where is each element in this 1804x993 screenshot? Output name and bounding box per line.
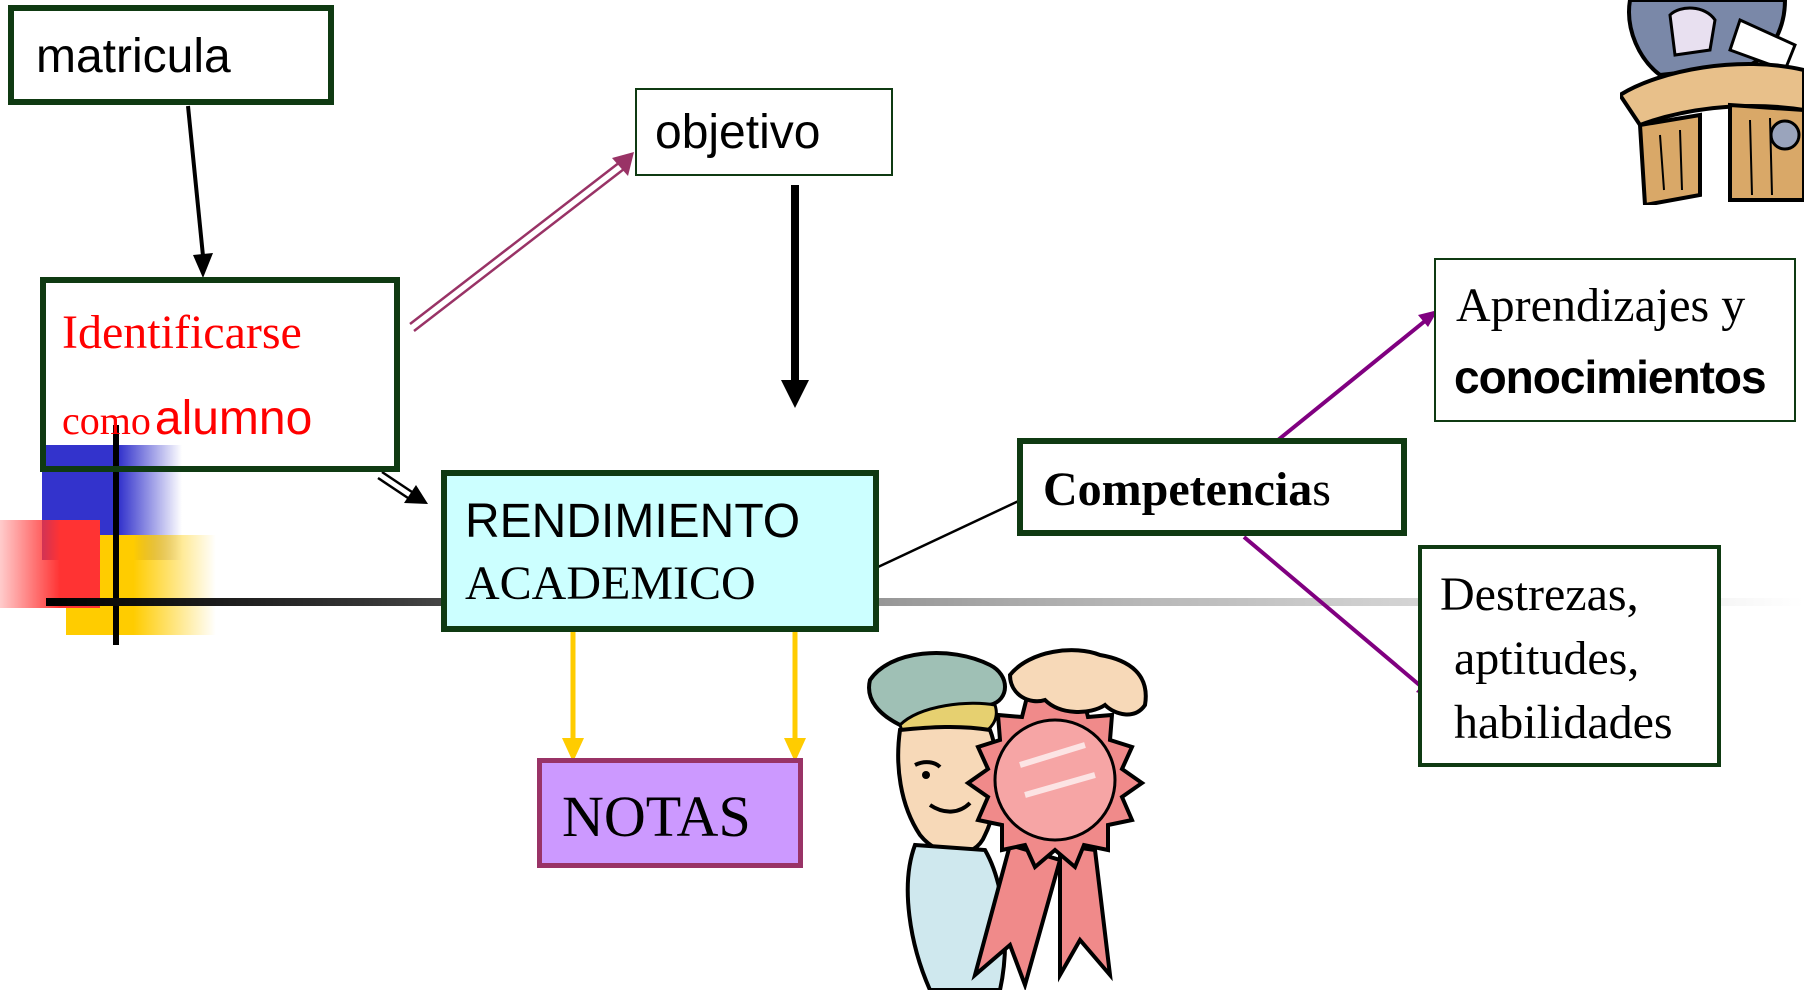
arrow-identificarse-to-rendimiento	[377, 470, 428, 504]
node-competencias: Competencias	[1017, 438, 1407, 536]
node-identificarse-como: como	[62, 398, 151, 443]
node-aprendizajes-line2: conocimientos	[1454, 351, 1767, 403]
arrow-rendimiento-to-competencias	[877, 488, 1043, 569]
arrowhead-matricula	[193, 253, 213, 278]
node-objetivo: objetivo	[635, 88, 893, 176]
node-objetivo-label: objetivo	[655, 106, 821, 159]
node-matricula: matricula	[8, 5, 334, 105]
arrow-competencias-to-aprendizajes	[1276, 319, 1427, 442]
arrow-competencias-to-destrezas	[1242, 535, 1425, 690]
node-destrezas-line2: aptitudes,	[1454, 632, 1640, 685]
student-award-clipart	[867, 648, 1148, 990]
node-competencias-tail: s	[1312, 463, 1331, 516]
node-notas: NOTAS	[537, 758, 803, 868]
node-identificarse: Identificarse como alumno	[40, 277, 400, 472]
node-destrezas-line1: Destrezas,	[1440, 568, 1639, 621]
node-competencias-bold: Competencia	[1043, 463, 1313, 516]
scholar-desk-clipart	[1620, 0, 1804, 205]
node-rendimiento-line2: ACADEMICO	[465, 557, 756, 610]
arrowhead-notas-right	[784, 738, 806, 762]
arrowhead-notas-left	[562, 738, 584, 762]
arrowhead-objetivo	[781, 380, 809, 408]
arrow-matricula-to-identificarse	[186, 105, 205, 257]
node-identificarse-alumno: alumno	[154, 392, 313, 445]
node-matricula-label: matricula	[36, 30, 231, 83]
arrow-identificarse-to-objetivo	[409, 152, 634, 332]
node-competencias-label: Competencias	[1043, 466, 1331, 514]
node-identificarse-line2: como alumno	[62, 395, 312, 443]
node-rendimiento-line1: RENDIMIENTO	[465, 495, 801, 548]
arrowhead-aprendizajes	[1418, 310, 1438, 327]
node-destrezas-line3: habilidades	[1454, 696, 1673, 749]
node-aprendizajes: Aprendizajes y conocimientos	[1434, 258, 1796, 422]
node-rendimiento-academico: RENDIMIENTO ACADEMICO	[441, 470, 879, 632]
vertical-accent-line	[113, 425, 119, 645]
node-destrezas: Destrezas, aptitudes, habilidades	[1418, 545, 1721, 767]
node-identificarse-line1: Identificarse	[62, 306, 302, 359]
node-notas-label: NOTAS	[562, 784, 751, 849]
horizontal-rule	[46, 598, 1804, 606]
award-rosette-icon	[964, 682, 1146, 871]
node-aprendizajes-line1: Aprendizajes y	[1456, 279, 1746, 332]
red-accent-square	[0, 520, 100, 608]
